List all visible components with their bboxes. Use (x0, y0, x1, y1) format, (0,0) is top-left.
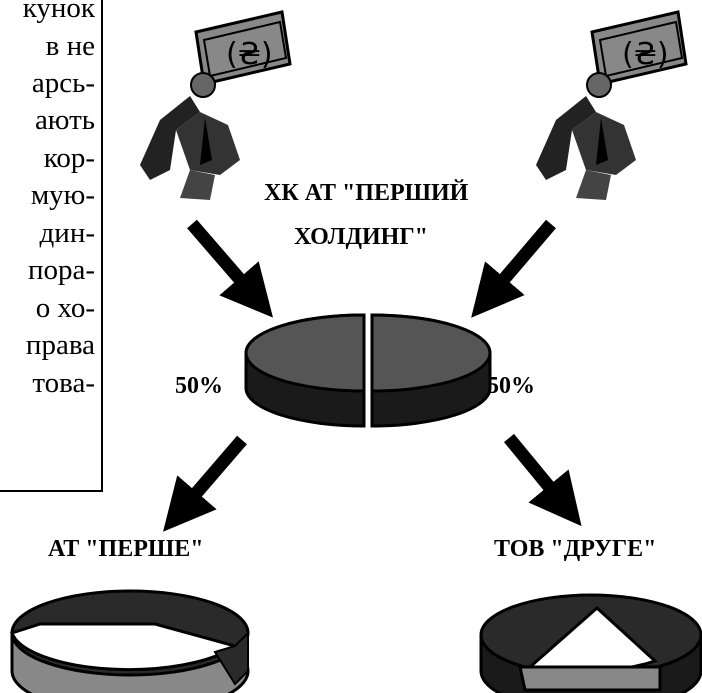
holding-label-line2: ХОЛДИНГ" (294, 224, 428, 250)
arrow-investor-left (187, 219, 274, 318)
investor-left-icon: (₴) (140, 10, 292, 200)
text-line: кор- (43, 142, 95, 174)
text-line: права (25, 329, 95, 361)
svg-text:(₴): (₴) (226, 37, 273, 72)
holding-label-line1: ХК АТ "ПЕРШИЙ (264, 180, 469, 206)
arrow-to-right-sub (503, 433, 582, 527)
text-column-box: кунок в не арсь- ають кор- мую- дин- пор… (0, 0, 103, 492)
svg-text:(₴): (₴) (622, 37, 669, 72)
left-subsidiary-pie (10, 589, 250, 693)
investor-right-icon: (₴) (536, 10, 688, 200)
arrow-investor-right (471, 219, 556, 318)
text-line: пора- (27, 254, 95, 286)
share-right-label: 50% (487, 373, 535, 399)
text-line: кунок (22, 0, 95, 24)
text-line: арсь- (31, 67, 95, 99)
right-subsidiary-label: ТОВ "ДРУГЕ" (494, 536, 657, 562)
text-line: това- (32, 367, 95, 399)
text-line: в не (45, 30, 95, 62)
share-left-label: 50% (175, 373, 223, 399)
right-subsidiary-pie (479, 593, 702, 693)
arrow-to-left-sub (163, 435, 247, 532)
holding-pie (244, 313, 492, 428)
text-line: мую- (30, 179, 95, 211)
left-subsidiary-label: АТ "ПЕРШЕ" (48, 536, 204, 562)
text-line: ають (34, 104, 95, 136)
text-line: дин- (39, 217, 95, 249)
text-line: о хо- (35, 292, 95, 324)
